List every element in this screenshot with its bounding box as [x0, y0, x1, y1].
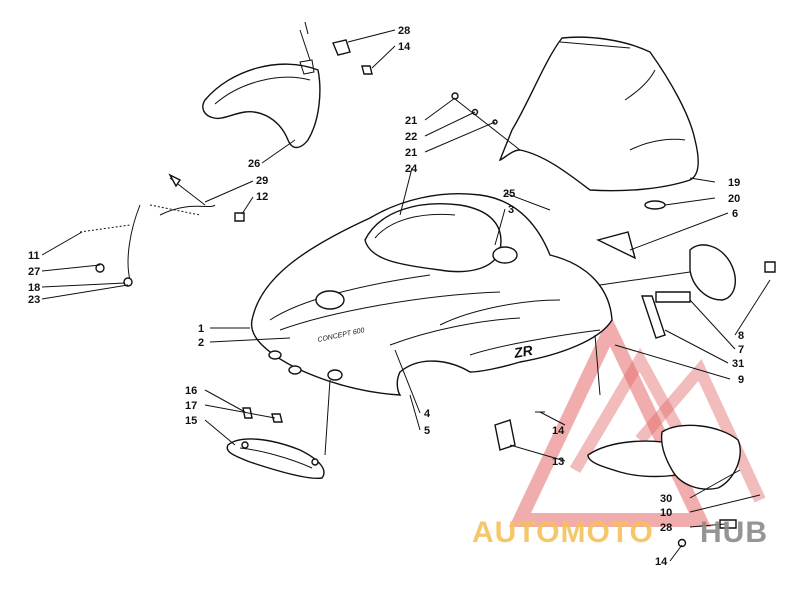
callout-23: 23	[28, 294, 40, 306]
callout-21-a: 21	[405, 115, 417, 127]
callout-21-b: 21	[405, 147, 417, 159]
callout-8: 8	[738, 330, 744, 342]
callout-18: 18	[28, 282, 40, 294]
callout-28-top: 28	[398, 25, 410, 37]
callouts: 28 14 26 29 12 21 22 21 24 19 20 25 3 6 …	[28, 25, 744, 568]
top-hardware	[299, 21, 373, 75]
hood-body: CONCEPT 600 ZR	[250, 193, 613, 396]
callout-2: 2	[198, 337, 204, 349]
callout-20: 20	[728, 193, 740, 205]
callout-14-mid: 14	[552, 425, 565, 437]
callout-14-top: 14	[398, 41, 411, 53]
callout-30: 30	[660, 493, 672, 505]
watermark-text: AUTOMOTO HUB	[472, 516, 768, 549]
watermark-text-part1: AUTOMOTO	[472, 516, 654, 549]
callout-6: 6	[732, 208, 738, 220]
callout-17: 17	[185, 400, 197, 412]
callout-16: 16	[185, 385, 197, 397]
callout-5: 5	[424, 425, 430, 437]
hood-decal: ZR	[512, 342, 535, 361]
callout-28-bottom: 28	[660, 522, 672, 534]
callout-7: 7	[738, 344, 744, 356]
leader-lines	[41, 29, 771, 562]
side-fender-panel	[202, 59, 321, 149]
windshield	[498, 36, 699, 210]
callout-4: 4	[424, 408, 431, 420]
callout-27: 27	[28, 266, 40, 278]
clip-part	[494, 411, 545, 451]
callout-3: 3	[508, 204, 514, 216]
callout-26: 26	[248, 158, 260, 170]
callout-22: 22	[405, 131, 417, 143]
decal-arrow	[596, 231, 637, 260]
callout-24: 24	[405, 163, 418, 175]
callout-13: 13	[552, 456, 564, 468]
headlight-assembly	[599, 244, 776, 339]
front-bracket	[226, 407, 325, 480]
callout-9: 9	[738, 374, 744, 386]
lower-trim-assembly	[587, 334, 741, 548]
callout-15: 15	[185, 415, 197, 427]
callout-19: 19	[728, 177, 740, 189]
callout-31: 31	[732, 358, 744, 370]
windshield-bolts	[451, 92, 521, 151]
callout-14-bottom: 14	[655, 556, 668, 568]
watermark-text-part2: HUB	[700, 516, 768, 549]
callout-12: 12	[256, 191, 268, 203]
callout-29: 29	[256, 175, 268, 187]
cable-assembly	[79, 173, 245, 287]
callout-1: 1	[198, 323, 204, 335]
callout-10: 10	[660, 507, 672, 519]
callout-25: 25	[503, 188, 515, 200]
callout-11: 11	[28, 250, 40, 262]
